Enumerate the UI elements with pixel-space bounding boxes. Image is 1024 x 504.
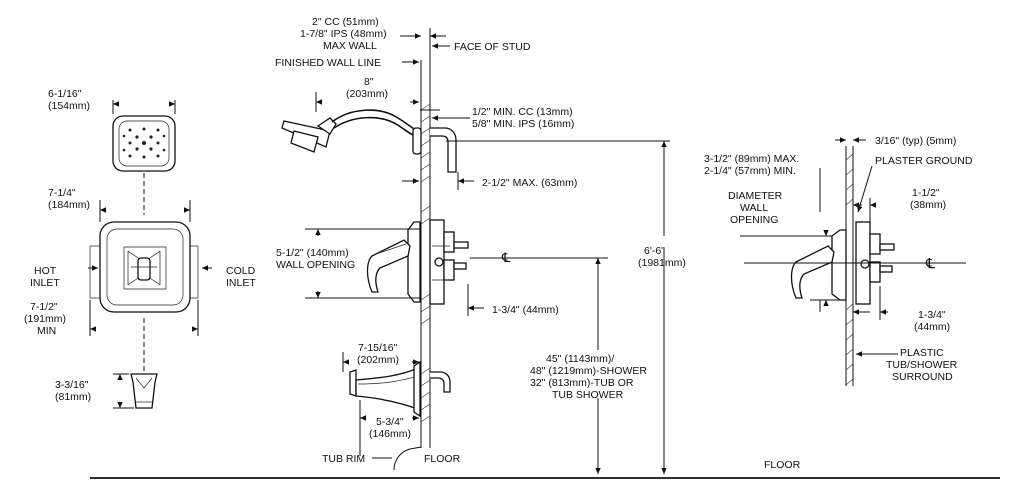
spout-height-label: 3-3/16" [55,379,89,391]
valve-centerline-symbol: ℄ [501,250,511,265]
valve-depth-label: 1-3/4" (44mm) [492,304,559,316]
diameter-label-1: DIAMETER [728,190,783,202]
total-height-label: 6'-6" [644,245,665,257]
typ-label: 3/16" (typ) (5mm) [875,135,956,147]
min-width-label: 7-1/2" [30,301,58,313]
shower-head-front [112,115,176,172]
total-height-mm-label: (1981mm) [638,257,686,269]
spout-height-mm-label: (81mm) [55,391,91,403]
cold-inlet-label-2: INLET [226,277,256,289]
valve-height-label-3: 32" (813mm)-TUB OR [530,377,634,389]
max-depth-label: 2-1/2" MAX. (63mm) [482,177,577,189]
diameter-label-2: WALL [740,202,768,214]
surround-hatching [845,153,854,386]
spout-offset-label: 5-3/4" [376,416,404,428]
cc-label: 2" CC (51mm) [312,16,379,28]
surround-valve-trim [790,229,847,301]
spout-offset-mm-label: (146mm) [369,428,411,440]
valve-body-side [429,219,469,305]
dim-1-75-label: 1-3/4" [918,309,946,321]
trim-width-mm-label: (184mm) [48,199,90,211]
floor-label-middle: FLOOR [424,453,461,465]
arm-reach-mm-label: (203mm) [346,88,388,100]
dim-1-5-label: 1-1/2" [912,187,940,199]
max-wall-label: MAX WALL [323,40,377,52]
spout-reach-mm-label: (202mm) [357,354,399,366]
min-width-min-label: MIN [37,325,56,337]
plastic-label-2: TUB/SHOWER [886,359,958,371]
min-width-mm-label: (191mm) [24,313,66,325]
valve-trim-side [366,221,421,303]
hot-inlet-label: HOT [34,265,57,277]
head-width-label: 6-1/16" [48,88,82,100]
plastic-label-3: SURROUND [892,371,953,383]
plastic-label-1: PLASTIC [900,347,944,359]
surround-view: 3/16" (typ) (5mm) PLASTER GROUND 3-1/2" … [704,135,973,471]
plaster-ground-label: PLASTER GROUND [875,155,973,167]
trim-width-label: 7-1/4" [48,187,76,199]
dim-1-75-mm-label: (44mm) [914,321,950,333]
diameter-label-3: OPENING [730,214,778,226]
shower-head-side [281,109,421,153]
diameter-max-label: 3-1/2" (89mm) MAX. [704,153,799,165]
finished-wall-line-label: FINISHED WALL LINE [275,57,381,69]
min-ips-label: 5/8" MIN. IPS (16mm) [472,118,574,130]
surround-centerline-symbol: ℄ [925,255,935,271]
spout-pipe [430,371,451,393]
cold-inlet-label: COLD [226,265,256,277]
valve-trim-plate-front [99,221,191,313]
hot-inlet-label-2: INLET [30,277,60,289]
valve-height-label-1: 45" (1143mm)/ [546,353,614,365]
front-view: 6-1/16" (154mm) 7-1/4" (184mm) HOT INLET… [24,88,256,409]
wall-opening-dim-label: 5-1/2" (140mm) [276,247,349,259]
dim-1-5-mm-label: (38mm) [910,199,946,211]
tub-rim-label: TUB RIM [322,453,365,465]
face-of-stud-label: FACE OF STUD [454,41,531,53]
arm-reach-label: 8" [364,76,374,88]
min-cc-label: 1/2" MIN. CC (13mm) [472,106,573,118]
wall-opening-label: WALL OPENING [276,259,355,271]
spout-reach-label: 7-15/16" [358,342,398,354]
tub-rim-curve [393,446,422,471]
side-view: 2" CC (51mm) 1-7/8" IPS (48mm) MAX WALL … [275,16,686,474]
diameter-min-label: 2-1/4" (57mm) MIN. [704,165,796,177]
arm-flange [412,127,422,155]
ips-label: 1-7/8" IPS (48mm) [300,28,387,40]
tub-spout-front [130,373,158,409]
valve-height-label-4: TUB SHOWER [552,389,624,401]
valve-height-label-2: 48" (1219mm)-SHOWER [530,365,647,377]
head-width-mm-label: (154mm) [48,100,90,112]
floor-label-right: FLOOR [764,459,801,471]
shower-arm-pipe [430,127,457,173]
wall-hatching [420,103,431,423]
